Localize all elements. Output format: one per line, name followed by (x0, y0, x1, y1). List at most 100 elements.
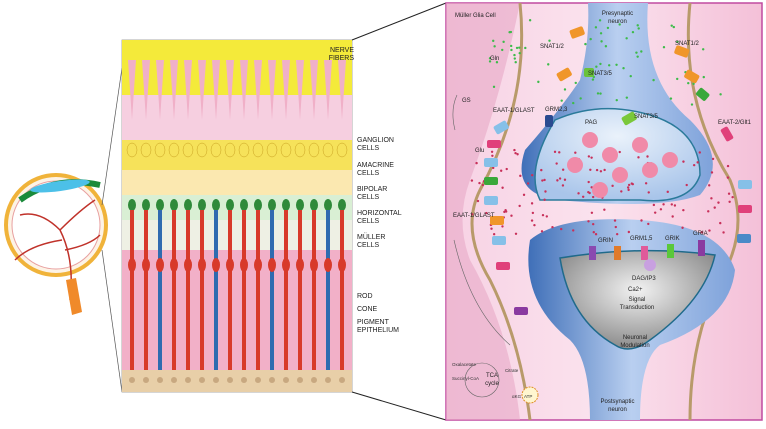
bipolar-cell (254, 199, 262, 211)
glutamine-dot (495, 61, 499, 64)
pigment-cell (199, 377, 205, 383)
glutamine-dot (606, 26, 610, 30)
label-postsynaptic-neuron: Postsynaptic neuron (600, 399, 635, 413)
ganglion-cell (252, 142, 264, 158)
glutamate-dot (681, 226, 684, 229)
label-muller-cells: MÜLLER CELLS (357, 234, 386, 249)
glutamine-dot (636, 55, 639, 58)
glutamine-dot (537, 80, 540, 84)
retina-illustration (121, 39, 353, 393)
ganglion-cell (294, 142, 306, 158)
rod-nucleus (310, 258, 318, 272)
nerve-fiber (226, 60, 234, 120)
glutamate-dot (501, 225, 504, 228)
rod-nucleus (268, 258, 276, 272)
glutamate-dot (492, 166, 495, 170)
glutamate-dot (510, 214, 513, 217)
glutamine-dot (719, 93, 722, 96)
glutamate-dot (646, 155, 649, 158)
glutamine-dot (702, 75, 705, 79)
glutamate-dot (563, 178, 567, 181)
label-snat35-top: SNAT3/5 (588, 71, 612, 77)
glutamate-dot (620, 190, 623, 193)
label-grm23: GRM2,3 (545, 107, 568, 113)
synaptic-vesicle (632, 137, 648, 153)
nerve-fiber (296, 60, 304, 120)
glutamine-dot (502, 40, 505, 44)
ganglion-cell (126, 142, 138, 158)
glutamate-dot (589, 168, 592, 171)
glutamate-dot (514, 232, 518, 235)
label-ganglion-cells: GANGLION CELLS (357, 137, 394, 152)
glutamate-dot (587, 190, 590, 194)
glutamate-dot (499, 169, 503, 172)
glutamine-dot (560, 99, 563, 102)
glutamate-dot (505, 167, 508, 171)
glutamate-dot (627, 183, 631, 187)
glutamine-dot (518, 46, 521, 49)
label-pigment-epithelium: PIGMENT EPITHELIUM (357, 319, 400, 334)
glutamate-dot (630, 182, 633, 185)
glutamate-dot (556, 179, 559, 182)
ganglion-cell (196, 142, 208, 158)
glutamate-dot (590, 156, 593, 159)
glutamine-dot (670, 24, 673, 27)
label-tca-cycle: TCA cycle (485, 373, 499, 387)
glutamate-dot (533, 223, 536, 227)
label-snat12-right: SNAT1/2 (675, 41, 699, 47)
rod-nucleus (198, 258, 206, 272)
glutamine-dot (692, 82, 695, 86)
pigment-cell (255, 377, 261, 383)
nerve-fiber (310, 60, 318, 120)
glutamate-dot (603, 168, 606, 172)
glutamate-dot (710, 171, 714, 174)
glutamine-dot (599, 92, 602, 95)
glutamate-dot (490, 227, 493, 230)
glutamate-dot (708, 229, 711, 232)
label-muller-glia-cell: Müller Glia Cell (455, 13, 496, 19)
glutamate-dot (587, 180, 590, 184)
label-rod: ROD (357, 293, 373, 300)
bipolar-cell (170, 199, 178, 211)
synaptic-vesicle (602, 147, 618, 163)
pigment-cell (129, 377, 135, 383)
rod-nucleus (156, 258, 164, 272)
glutamine-dot (652, 78, 655, 82)
glutamate-dot (530, 173, 534, 177)
glutamate-dot (666, 190, 669, 194)
glutamine-dot (574, 81, 577, 85)
glutamate-dot (614, 225, 617, 229)
glutamate-dot (708, 184, 711, 187)
label-pag: PAG (585, 120, 598, 126)
synapse-illustration (445, 2, 763, 421)
glutamate-dot (615, 232, 619, 236)
label-neuronal-modulation: Neuronal Modulation (620, 335, 650, 349)
glutamate-dot (540, 230, 544, 233)
label-dag-ip3: DAG/IP3 (632, 276, 656, 282)
ganglion-cell (210, 142, 222, 158)
bipolar-cell (240, 199, 248, 211)
bipolar-cell (128, 199, 136, 211)
glutamine-dot (513, 57, 516, 60)
ganglion-cell (308, 142, 320, 158)
transporters (484, 26, 752, 315)
glutamate-dot (594, 232, 598, 236)
label-akg: αKG (512, 394, 522, 399)
glutamine-dot (637, 27, 640, 30)
glutamate-dot (519, 174, 522, 178)
label-eaat2: EAAT-2/Glt1 (718, 120, 751, 126)
glutamine-dot (625, 37, 628, 40)
glutamate-dot (613, 219, 617, 222)
glutamate-dot (504, 209, 507, 212)
glutamine-dot (596, 92, 600, 95)
pigment-cell (311, 377, 317, 383)
ganglion-cell (154, 142, 166, 158)
glutamate-dot (670, 203, 673, 206)
glutamate-dot (618, 150, 621, 154)
synaptic-vesicle (642, 162, 658, 178)
label-glu: Glu (475, 148, 485, 154)
glutamine-dot (510, 48, 513, 52)
eye-illustration (4, 173, 108, 315)
